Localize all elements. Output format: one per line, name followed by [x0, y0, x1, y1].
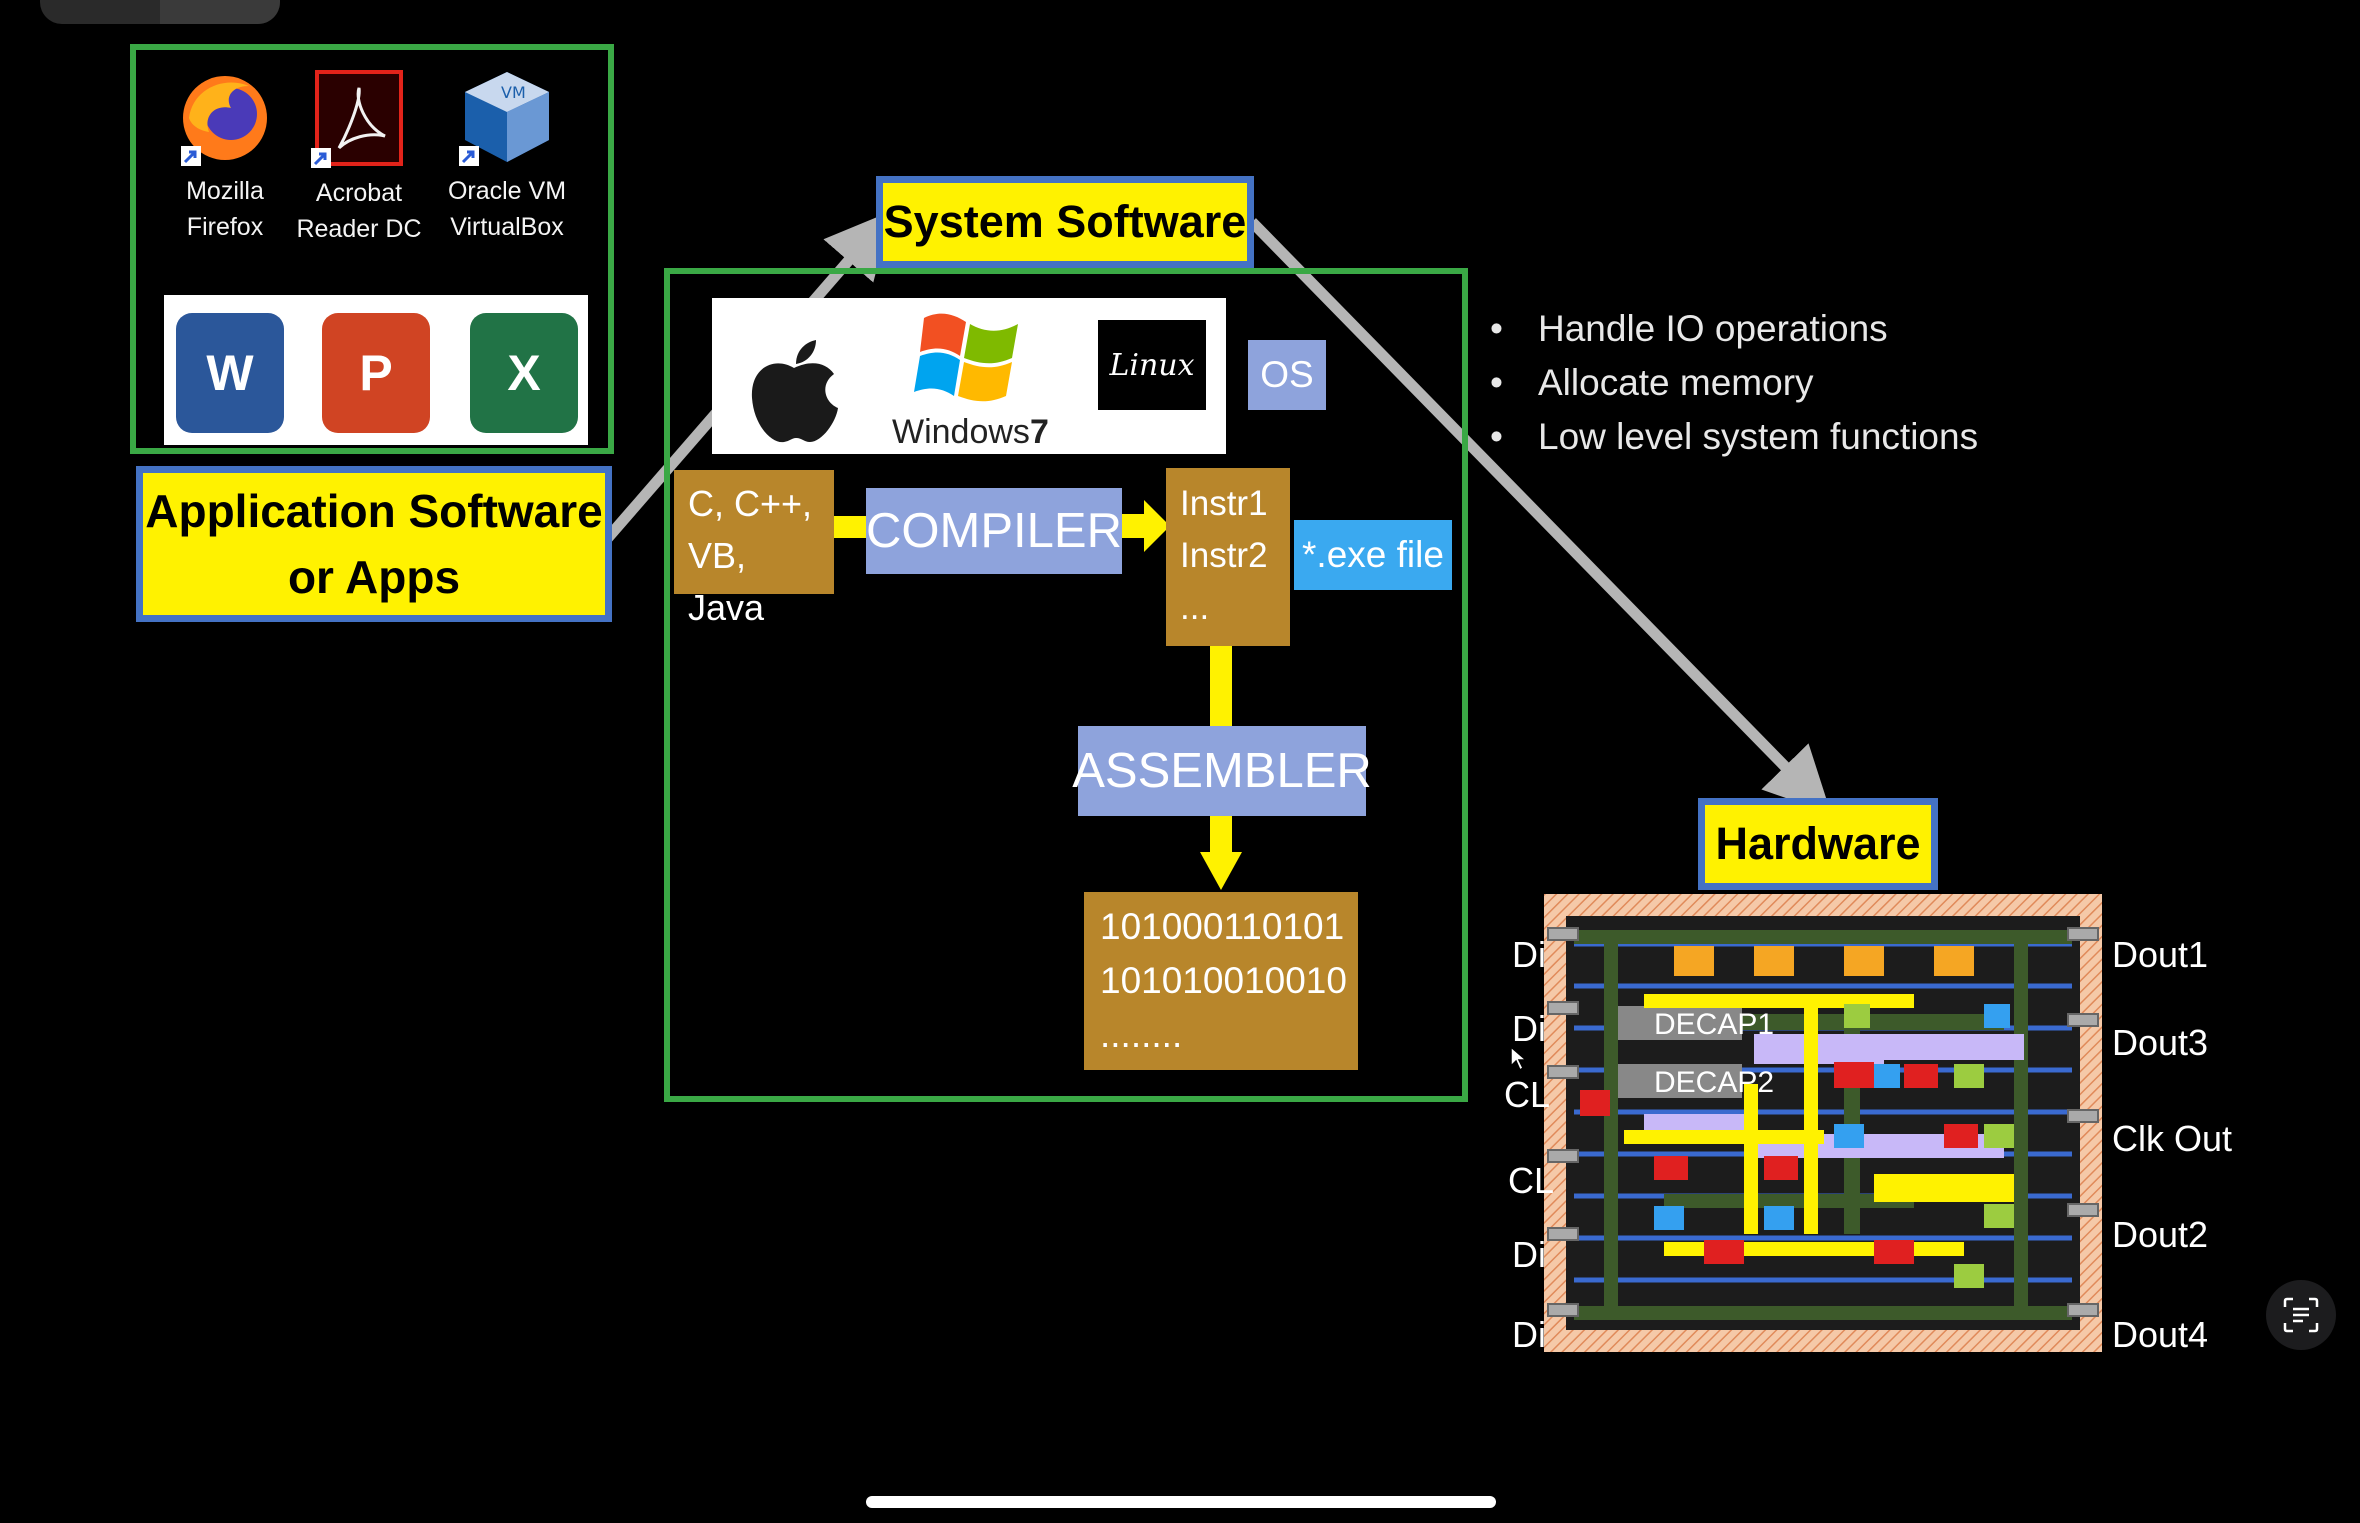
- home-indicator[interactable]: [866, 1496, 1496, 1508]
- exe-file-label: *.exe file: [1302, 534, 1444, 575]
- assembler-box: ASSEMBLER: [1072, 726, 1372, 816]
- system-software-title: System Software: [883, 196, 1247, 247]
- system-software-panel: [664, 268, 1468, 1102]
- windows7-logo: Windows7: [892, 304, 1049, 454]
- os-function-item: Allocate memory: [1490, 356, 1978, 410]
- firefox-icon: [181, 76, 267, 166]
- pin-label-left: Di: [1512, 1314, 1546, 1355]
- acrobat-label-line1: Acrobat: [315, 179, 403, 207]
- hardware-label: Hardware: [1698, 798, 1938, 890]
- office-apps-strip: W P X: [164, 295, 588, 445]
- linux-icon: Linux: [1098, 320, 1206, 410]
- pin-label-right: Dout1: [2112, 934, 2209, 975]
- os-function-item: Handle IO operations: [1490, 302, 1978, 356]
- desktop-shortcut-firefox[interactable]: Mozilla Firefox: [160, 68, 290, 245]
- pin-label-left: Di: [1512, 1008, 1546, 1049]
- system-to-hardware-arrow: [1248, 218, 1832, 814]
- pin-label-right: Dout3: [2112, 1022, 2209, 1063]
- binary-line1: 101000110101: [1100, 906, 1345, 947]
- application-software-panel: Mozilla Firefox Acrobat Reader DC VM Ora…: [130, 44, 614, 454]
- exe-file-box: *.exe file: [1294, 520, 1452, 590]
- excel-icon[interactable]: X: [470, 313, 578, 433]
- pin-label-right: Dout2: [2112, 1214, 2209, 1255]
- compiler-box: COMPILER: [866, 488, 1122, 574]
- instr-line2: Instr2: [1180, 536, 1268, 575]
- pin-label-right: Clk Out: [2112, 1118, 2233, 1159]
- source-line2: VB, Java: [688, 535, 765, 628]
- pin-label-left: Di: [1512, 1234, 1546, 1275]
- application-software-label: Application Software or Apps: [136, 466, 612, 622]
- chip-layout-graphic: DECAP1 DECAP2: [1544, 894, 2102, 1352]
- apple-icon: [751, 340, 838, 443]
- desktop-shortcut-virtualbox[interactable]: VM Oracle VM VirtualBox: [442, 68, 572, 245]
- instr-line1: Instr1: [1180, 484, 1268, 523]
- source-line1: C, C++,: [688, 483, 813, 524]
- instr-line3: ...: [1180, 588, 1210, 627]
- hardware-title: Hardware: [1715, 818, 1921, 869]
- pin-label-left: CL: [1504, 1074, 1551, 1115]
- word-icon[interactable]: W: [176, 313, 284, 433]
- acrobat-label-line2: Reader DC: [296, 215, 422, 243]
- mouse-cursor-icon: [1510, 1046, 1528, 1072]
- os-function-item: Low level system functions: [1490, 410, 1978, 464]
- system-software-label: System Software: [876, 176, 1254, 268]
- linux-logo-text: Linux: [1109, 347, 1195, 383]
- svg-text:VM: VM: [501, 83, 526, 102]
- window-top-tab-segment: [160, 0, 280, 24]
- application-software-title-line2: or Apps: [287, 551, 461, 603]
- desktop-shortcut-acrobat[interactable]: Acrobat Reader DC: [294, 70, 424, 247]
- windows7-suffix: 7: [1029, 413, 1049, 451]
- application-software-title-line1: Application Software: [145, 485, 603, 537]
- binary-line3: ........: [1100, 1014, 1183, 1055]
- instructions-box: Instr1 Instr2 ...: [1166, 468, 1290, 646]
- os-logos-strip: Windows7 Linux: [712, 298, 1226, 454]
- powerpoint-icon[interactable]: P: [322, 313, 430, 433]
- chip-layout: DECAP1 DECAP2: [1544, 894, 2102, 1352]
- source-languages-box: C, C++, VB, Java: [674, 470, 834, 628]
- acrobat-icon: [311, 70, 403, 168]
- firefox-label-line1: Mozilla: [186, 177, 264, 205]
- assembler-label: ASSEMBLER: [1072, 744, 1372, 798]
- windows7-text: Windows: [892, 413, 1030, 451]
- pin-label-left: CL: [1508, 1160, 1555, 1201]
- compiler-label: COMPILER: [866, 504, 1122, 558]
- virtualbox-label-line1: Oracle VM: [447, 177, 567, 205]
- os-functions-list: Handle IO operations Allocate memory Low…: [1490, 302, 1978, 464]
- pin-label-left: Di: [1512, 934, 1546, 975]
- pin-label-right: Dout4: [2112, 1314, 2209, 1355]
- virtualbox-label-line2: VirtualBox: [450, 213, 564, 241]
- os-tag-text: OS: [1260, 354, 1314, 395]
- binary-line2: 101010010010: [1100, 960, 1347, 1001]
- scan-text-button[interactable]: [2266, 1280, 2336, 1350]
- os-tag: OS: [1248, 340, 1326, 410]
- machine-code-box: 101000110101 101010010010 ........: [1084, 892, 1358, 1070]
- scan-text-icon: [2283, 1297, 2319, 1333]
- virtualbox-icon: VM: [459, 72, 549, 166]
- firefox-label-line2: Firefox: [186, 213, 264, 241]
- windows7-icon: [914, 313, 1018, 402]
